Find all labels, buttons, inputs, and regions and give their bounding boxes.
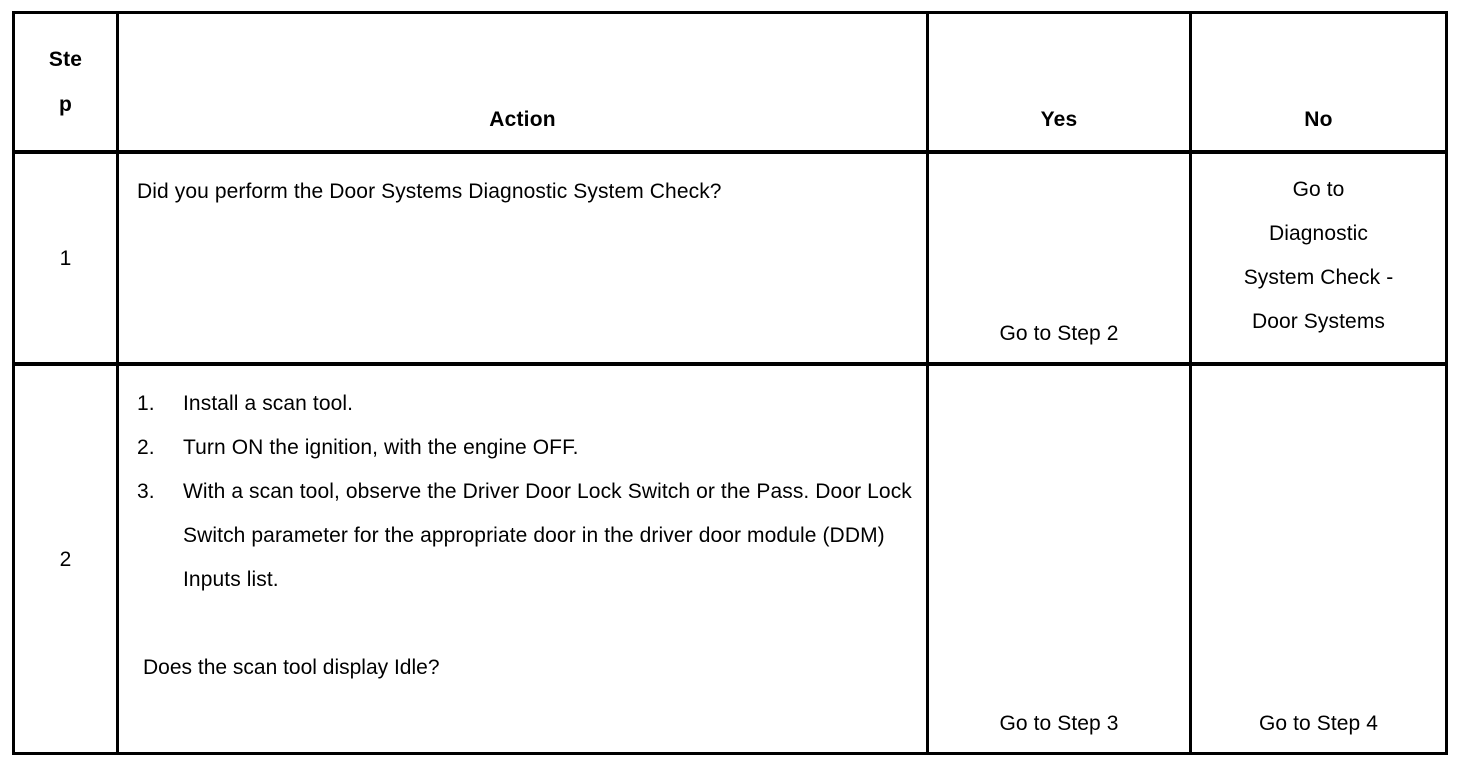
- no-result-line: Go to: [1292, 178, 1345, 201]
- table-row: 1 Did you perform the Door Systems Diagn…: [12, 150, 1448, 366]
- column-header-no-label: No: [1304, 108, 1333, 131]
- column-header-step: Step: [12, 11, 119, 154]
- no-result-text: Go to Diagnostic System Check - Door Sys…: [1200, 168, 1437, 344]
- column-header-yes-label: Yes: [1040, 108, 1078, 131]
- list-item: 3. With a scan tool, observe the Driver …: [137, 470, 912, 602]
- column-header-action-label: Action: [489, 108, 556, 131]
- column-header-step-label: Step: [48, 48, 83, 116]
- no-cell-1: Go to Diagnostic System Check - Door Sys…: [1189, 150, 1448, 366]
- no-result-line: Door Systems: [1251, 310, 1386, 333]
- table-row: 2 1. Install a scan tool. 2. Turn ON t: [12, 362, 1448, 755]
- yes-result-text: Go to Step 2: [999, 322, 1119, 345]
- yes-result-text: Go to Step 3: [999, 712, 1119, 735]
- list-item-marker: 2.: [137, 436, 155, 459]
- list-item: 2. Turn ON the ignition, with the engine…: [137, 426, 912, 470]
- no-result-line: Diagnostic: [1268, 222, 1369, 245]
- table-header-row: Step Action Yes No: [12, 11, 1448, 154]
- column-header-action: Action: [116, 11, 929, 154]
- column-header-no: No: [1189, 11, 1448, 154]
- column-header-yes: Yes: [926, 11, 1192, 154]
- list-item-text: Install a scan tool.: [183, 392, 354, 415]
- list-item-text: With a scan tool, observe the Driver Doo…: [183, 480, 912, 591]
- yes-cell-1: Go to Step 2: [926, 150, 1192, 366]
- action-cell-1: Did you perform the Door Systems Diagnos…: [116, 150, 929, 366]
- action-cell-2: 1. Install a scan tool. 2. Turn ON the i…: [116, 362, 929, 755]
- step-number: 1: [59, 246, 72, 270]
- list-item: 1. Install a scan tool.: [137, 382, 912, 426]
- list-item-marker: 1.: [137, 392, 155, 415]
- list-item-marker: 3.: [137, 480, 155, 503]
- action-paragraph: Did you perform the Door Systems Diagnos…: [137, 180, 722, 203]
- list-item-text: Turn ON the ignition, with the engine OF…: [183, 436, 579, 459]
- no-result-text: Go to Step 4: [1258, 712, 1379, 735]
- action-numbered-list: 1. Install a scan tool. 2. Turn ON the i…: [137, 382, 912, 602]
- action-question: Does the scan tool display Idle?: [143, 656, 440, 679]
- yes-cell-2: Go to Step 3: [926, 362, 1192, 755]
- step-cell-1: 1: [12, 150, 119, 366]
- step-number: 2: [59, 547, 72, 571]
- no-result-line: System Check -: [1243, 266, 1394, 289]
- diagnostic-procedure-table: Step Action Yes No: [12, 11, 1448, 755]
- step-cell-2: 2: [12, 362, 119, 755]
- no-cell-2: Go to Step 4: [1189, 362, 1448, 755]
